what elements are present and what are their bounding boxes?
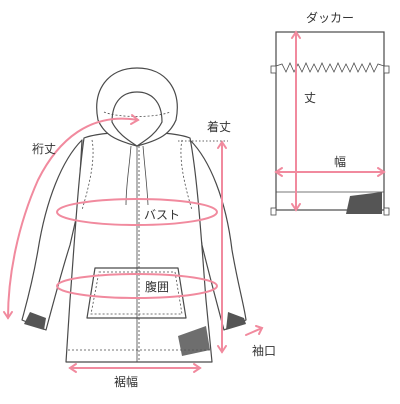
hoodie-details: [68, 111, 210, 362]
hem-shade: [178, 326, 210, 356]
label-waist: 腹囲: [145, 280, 169, 294]
measure-sleeve-arrow-bottom: [3, 311, 13, 320]
measure-dakka-width-arrow-right: [377, 167, 386, 177]
measure-sleeve-arrow-top: [130, 114, 140, 125]
dakka-button-top-left: [270, 65, 277, 74]
raglan-seam-left: [81, 139, 94, 211]
label-dakka-width: 幅: [334, 154, 346, 169]
dakka-button-top-right: [383, 65, 390, 74]
drawstring-right: [142, 145, 149, 206]
label-cuff: 袖口: [252, 343, 276, 358]
left-cuff-shade: [24, 312, 46, 330]
measure-cuff-arrow: [255, 325, 264, 335]
measure-bust: [56, 198, 218, 226]
right-sleeve: [189, 139, 247, 331]
measure-body-arrow-bottom: [217, 345, 227, 354]
measure-waist: [56, 273, 218, 299]
drawstring-left: [125, 145, 132, 206]
measure-hem-arrow-right: [193, 363, 202, 373]
label-dakka-length: 丈: [304, 91, 316, 105]
measure-sleeve-length: [7, 117, 139, 319]
dakka-button-bottom-right: [383, 207, 390, 216]
label-body-length: 着丈: [207, 119, 231, 134]
measure-dakka-arrow-top: [291, 30, 301, 39]
hoodie-illustration: [21, 67, 247, 363]
measure-cuff: [245, 327, 263, 336]
measure-lines: [3, 30, 386, 373]
right-cuff-shade: [226, 312, 246, 330]
dakka-outline: [275, 31, 385, 211]
dakka-button-bottom-left: [270, 207, 277, 216]
kangaroo-pocket: [86, 267, 187, 319]
label-dakka-title: ダッカー: [306, 10, 354, 25]
shading: [24, 312, 246, 356]
raglan-seam-right: [180, 139, 193, 211]
label-bust: バスト: [144, 208, 180, 222]
measure-dakka-width-arrow-left: [274, 167, 283, 177]
measure-dakka-arrow-bottom: [291, 203, 301, 212]
dakka-rib-shade: [346, 192, 382, 214]
hood-seam: [103, 111, 171, 117]
label-hem-width: 裾幅: [114, 374, 138, 389]
dakka-illustration: [270, 31, 390, 216]
measure-body-arrow-top: [217, 140, 227, 149]
left-sleeve: [21, 139, 83, 331]
measure-hem-arrow-left: [68, 363, 77, 373]
label-sleeve-length: 裄丈: [32, 142, 56, 156]
